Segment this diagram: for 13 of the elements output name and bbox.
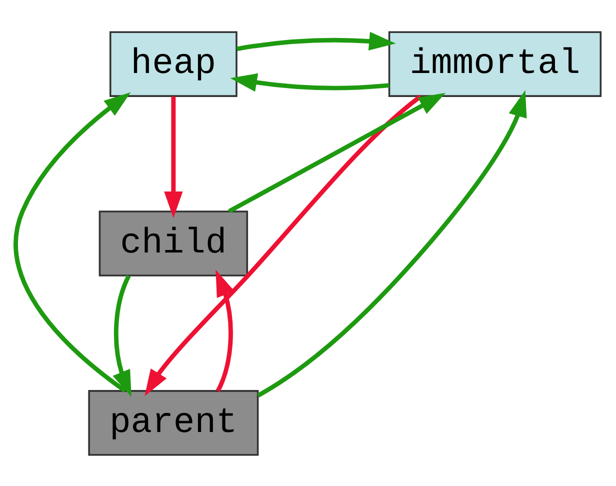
arrow xyxy=(216,269,234,392)
arrow xyxy=(256,90,527,397)
node-box: child xyxy=(98,210,248,276)
node-box: immortal xyxy=(388,30,602,96)
arrow xyxy=(164,96,183,218)
arrow xyxy=(112,274,132,397)
arrow xyxy=(236,31,396,51)
node-box: parent xyxy=(88,390,259,456)
arrow xyxy=(230,72,390,92)
arrow xyxy=(228,92,446,213)
arrow xyxy=(144,94,422,396)
arrow xyxy=(14,92,131,392)
node-box: heap xyxy=(109,30,238,96)
